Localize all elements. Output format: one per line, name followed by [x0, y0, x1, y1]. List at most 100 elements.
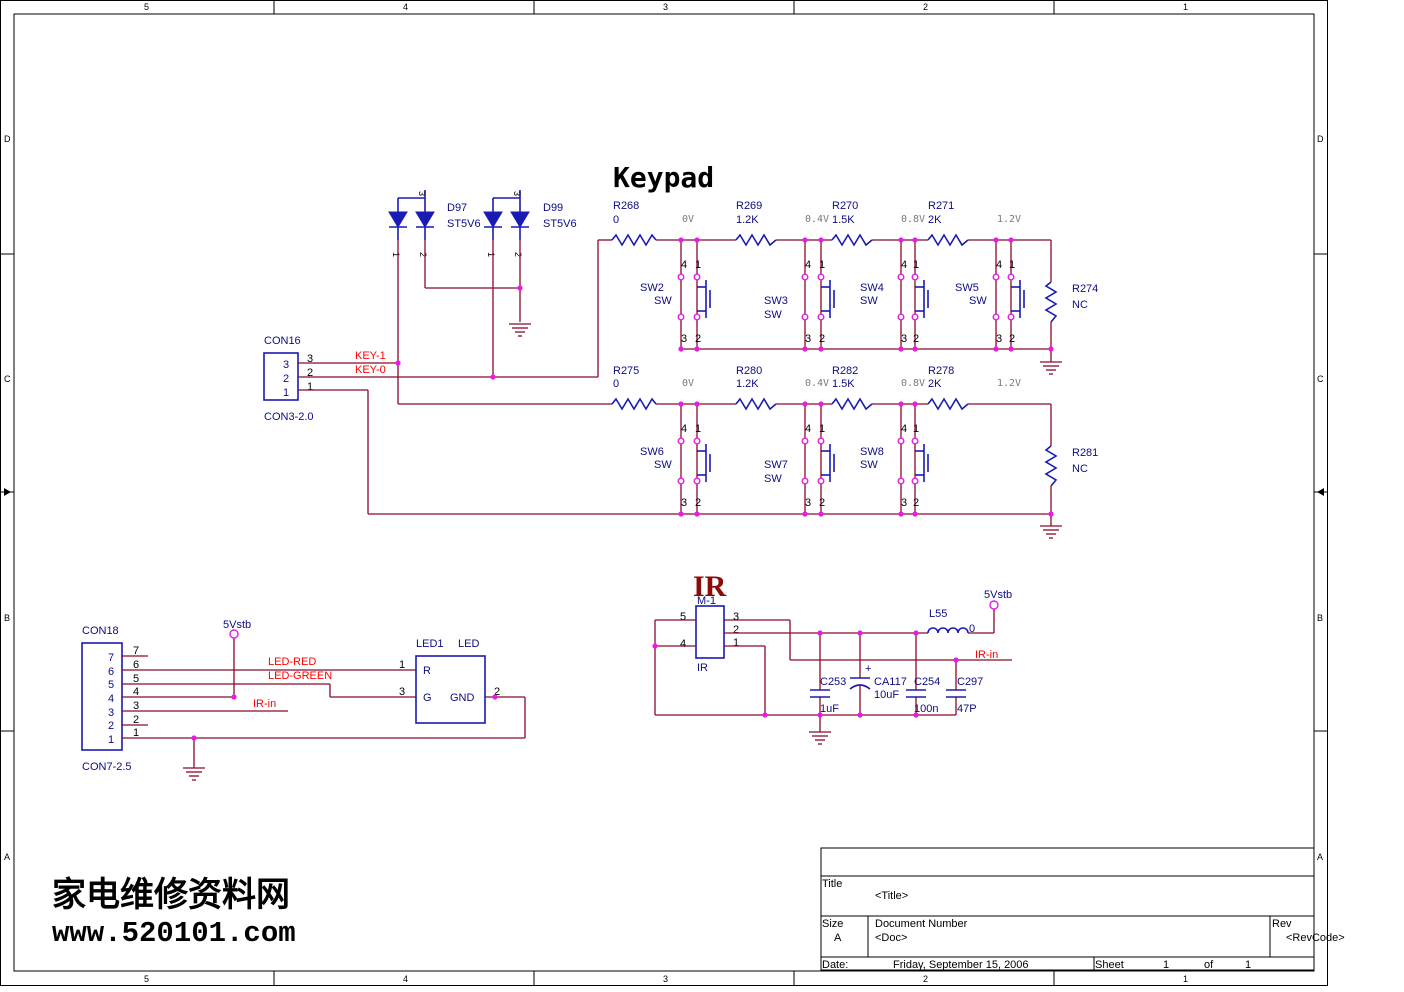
- pin-num: 3: [901, 333, 907, 345]
- led-led1[interactable]: [415, 655, 486, 724]
- d99-ref: D99: [543, 202, 563, 214]
- switch-sw3[interactable]: [801, 237, 835, 352]
- capacitor-c253[interactable]: [810, 689, 830, 698]
- ir-module-m1[interactable]: [695, 605, 725, 659]
- con18-pin: 7: [108, 652, 114, 664]
- net-led-red: LED-RED: [268, 656, 316, 668]
- resistor-r282[interactable]: [831, 397, 873, 411]
- pin-num: 3: [133, 700, 139, 712]
- d99-value: ST5V6: [543, 218, 577, 230]
- r282-ref: R282: [832, 365, 858, 377]
- m1-ref: M-1: [697, 595, 716, 607]
- switch-sw6[interactable]: [677, 401, 711, 517]
- pin-num: 4: [805, 423, 811, 435]
- pin-num: 1: [133, 727, 139, 739]
- r282-value: 1.5K: [832, 378, 855, 390]
- switch-sw4[interactable]: [897, 237, 929, 352]
- r274-ref: R274: [1072, 283, 1098, 295]
- col-label: 3: [663, 974, 668, 984]
- docnum-label: Document Number: [875, 918, 968, 930]
- sw7-ref: SW7: [764, 459, 788, 471]
- pin-num: 3: [996, 333, 1002, 345]
- switch-sw7[interactable]: [801, 401, 835, 517]
- r268-value: 0: [613, 214, 619, 226]
- capacitor-ca117[interactable]: +: [849, 663, 871, 690]
- resistor-r281[interactable]: [1044, 445, 1058, 487]
- ground-symbol: [183, 767, 205, 781]
- inductor-l55[interactable]: [927, 627, 969, 634]
- row-label: A: [1317, 852, 1323, 862]
- keypad-row2-wiring: [656, 403, 1052, 526]
- sheet-total: 1: [1245, 959, 1251, 971]
- d97-ref: D97: [447, 202, 467, 214]
- pin-num: 1: [819, 423, 825, 435]
- pin-num: 2: [1009, 333, 1015, 345]
- pin-num: 1: [486, 252, 496, 257]
- row-label: A: [4, 852, 10, 862]
- pin-num: 3: [805, 333, 811, 345]
- resistor-r270[interactable]: [831, 233, 873, 247]
- diode-wiring: [397, 240, 521, 404]
- con18-value: CON7-2.5: [82, 761, 132, 773]
- r271-ref: R271: [928, 200, 954, 212]
- r270-ref: R270: [832, 200, 858, 212]
- supply-5vstb-led: [229, 629, 239, 639]
- con16-value: CON3-2.0: [264, 411, 314, 423]
- watermark-chinese: 家电维修资料网: [52, 875, 290, 915]
- resistor-r269[interactable]: [735, 233, 777, 247]
- sw4-ref: SW4: [860, 282, 884, 294]
- con18-ref: CON18: [82, 625, 119, 637]
- ground-symbol: [509, 323, 531, 337]
- voltage-label: 0.8V: [901, 378, 925, 389]
- date-value: Friday, September 15, 2006: [893, 959, 1029, 971]
- pin-num: 3: [901, 497, 907, 509]
- pin-num: 2: [733, 624, 739, 636]
- sw6-ref: SW6: [640, 446, 664, 458]
- diode-d97[interactable]: [388, 190, 435, 240]
- r278-value: 2K: [928, 378, 942, 390]
- r280-ref: R280: [736, 365, 762, 377]
- connector-con16[interactable]: [263, 352, 299, 401]
- resistor-r278[interactable]: [927, 397, 969, 411]
- r269-ref: R269: [736, 200, 762, 212]
- resistor-r271[interactable]: [927, 233, 969, 247]
- d97-value: ST5V6: [447, 218, 481, 230]
- r271-value: 2K: [928, 214, 942, 226]
- resistor-r268[interactable]: [611, 233, 657, 247]
- row-label: D: [4, 134, 11, 144]
- pin-num: 3: [399, 686, 405, 698]
- pin-num: 3: [733, 611, 739, 623]
- switch-sw8[interactable]: [897, 401, 929, 517]
- sw4-value: SW: [860, 295, 878, 307]
- resistor-r274[interactable]: [1044, 281, 1058, 323]
- con18-pin: 2: [108, 720, 114, 732]
- pin-num: 5: [680, 611, 686, 623]
- net-ir-in: IR-in: [975, 649, 998, 661]
- switch-sw2[interactable]: [677, 237, 711, 352]
- capacitor-c297[interactable]: [946, 689, 966, 698]
- led1-pin-gnd: GND: [450, 692, 475, 704]
- capacitor-c254[interactable]: [906, 689, 926, 698]
- pin-num: 3: [417, 191, 427, 196]
- ground-symbol: [1040, 361, 1062, 375]
- diode-d99[interactable]: [483, 190, 530, 240]
- pin-num: 4: [681, 259, 687, 271]
- resistor-r275[interactable]: [611, 397, 657, 411]
- con18-pin: 1: [108, 734, 114, 746]
- ir-title: IR: [693, 570, 727, 603]
- svg-text:+: +: [865, 663, 871, 675]
- sw6-value: SW: [654, 459, 672, 471]
- sw5-ref: SW5: [955, 282, 979, 294]
- col-label: 1: [1183, 974, 1188, 984]
- r268-ref: R268: [613, 200, 639, 212]
- col-label: 4: [403, 974, 408, 984]
- resistor-r280[interactable]: [735, 397, 777, 411]
- pin-num: 1: [695, 423, 701, 435]
- connector-con18[interactable]: [81, 642, 123, 751]
- switch-sw5[interactable]: [992, 237, 1025, 352]
- r281-ref: R281: [1072, 447, 1098, 459]
- col-label: 2: [923, 2, 928, 12]
- pin-num: 2: [494, 686, 500, 698]
- pin-num: 3: [307, 353, 313, 365]
- sw2-value: SW: [654, 295, 672, 307]
